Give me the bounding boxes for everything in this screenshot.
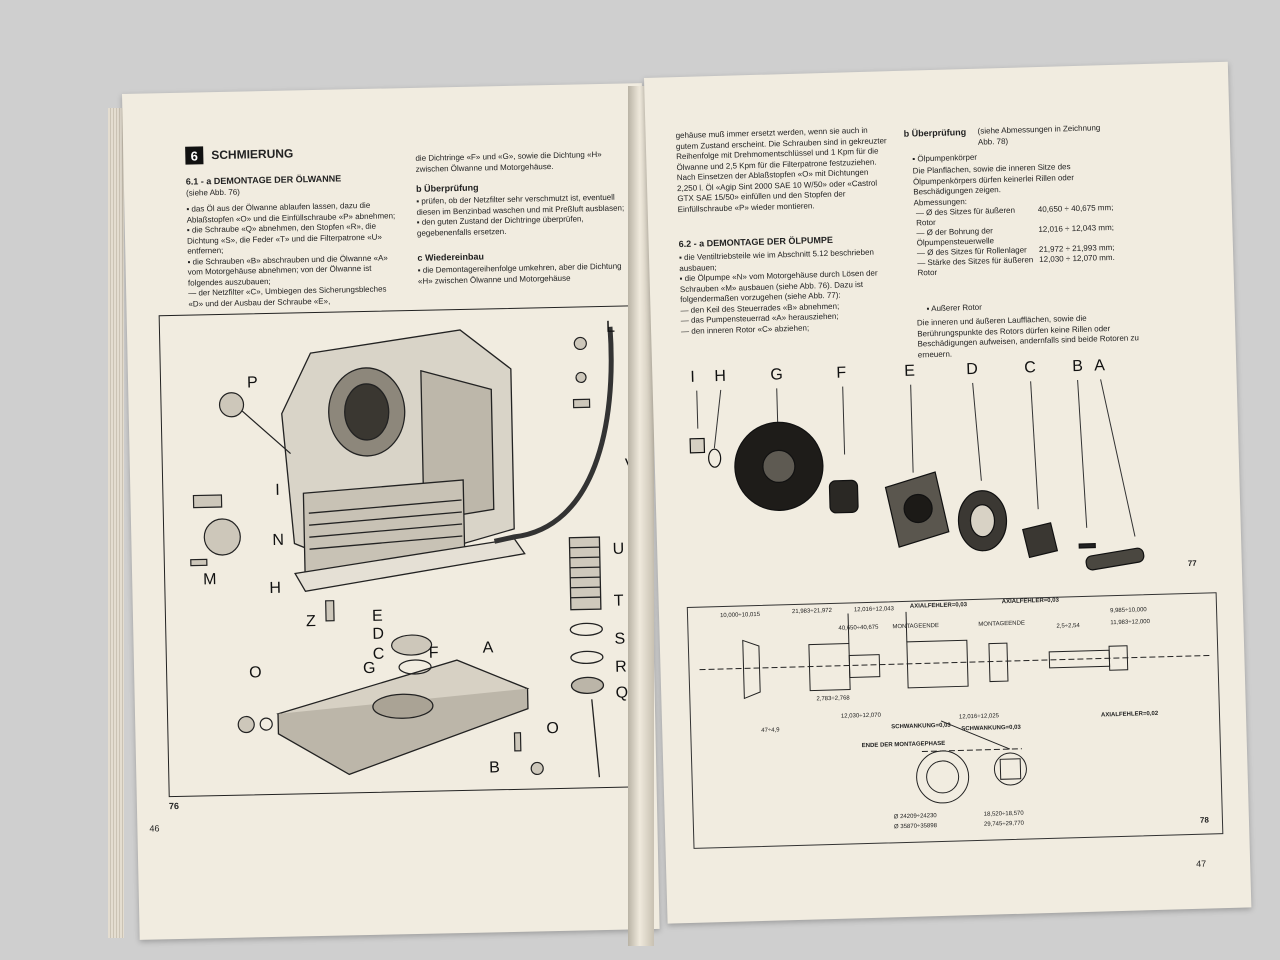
figure-78-drawing: 10,000÷10,015 21,983÷21,972 12,016÷12,04… <box>686 592 1224 849</box>
dim-d9: 12,030÷12,070 <box>840 712 881 720</box>
figure-77-number: 77 <box>1187 558 1197 569</box>
label-f: F <box>428 644 439 662</box>
dimension-label: — Stärke des Sitzes für äußeren Rotor <box>917 255 1034 278</box>
label-g: G <box>362 659 376 678</box>
check-heading: b Überprüfung <box>415 182 479 194</box>
label-pump-c: C <box>1024 359 1037 377</box>
label-b: B <box>489 759 501 777</box>
label-o-left: O <box>248 664 262 682</box>
label-r: R <box>614 658 627 676</box>
dim-d4: 40,650÷40,675 <box>838 624 879 632</box>
pump-parts-illustration <box>689 379 1145 571</box>
subsection-heading-oil-pan: 6.1 - a DEMONTAGE DER ÖLWANNE <box>185 173 342 187</box>
page-number-right: 47 <box>1196 858 1207 869</box>
dim-d12: Ø 24209÷24230 <box>893 813 937 821</box>
outer-rotor-text: Die inneren und äußeren Laufflächen, sow… <box>916 313 1140 359</box>
label-s: S <box>614 630 626 648</box>
label-o-right: O <box>546 719 560 738</box>
dimension-value: 12,030 ÷ 12,070 mm. <box>1039 252 1115 265</box>
check-heading-right: b Überprüfung <box>903 127 967 139</box>
label-z: Z <box>305 613 317 631</box>
dim-d14: 18,520÷18,570 <box>983 810 1024 818</box>
dim-d3: 12,016÷12,043 <box>853 606 895 614</box>
label-t: T <box>613 592 624 610</box>
label-m: M <box>203 571 217 589</box>
label-pump-a: A <box>1093 357 1106 375</box>
label-u: U <box>612 540 625 558</box>
figure-78-number: 78 <box>1199 815 1209 825</box>
page-number-left: 46 <box>149 823 160 834</box>
label-pump-b: B <box>1071 357 1084 376</box>
label-a: A <box>482 639 494 657</box>
pump-dimension-drawing <box>699 611 1210 804</box>
dim-d15: 29,745÷29,770 <box>983 820 1025 828</box>
label-e: E <box>371 607 383 625</box>
dim-mount2: MONTAGEENDE <box>978 620 1026 628</box>
figure-76-number: 76 <box>168 800 180 812</box>
dim-d5: 9,985÷10,000 <box>1109 607 1147 615</box>
figure-76-frame: P L I N M H V U T S R Q Z E D C G F A O … <box>158 305 641 798</box>
page-stack-edge <box>108 108 124 938</box>
dimensions-table: — Ø des Sitzes für äußeren Rotor 40,650 … <box>914 202 1150 279</box>
label-pump-e: E <box>904 362 916 380</box>
right-page: gehäuse muß immer ersetzt werden, wenn s… <box>644 61 1252 924</box>
oil-pan-instructions-cont: die Dichtringe «F» und «G», sowie die Di… <box>415 149 602 174</box>
dim-d11: 47÷4,9 <box>761 727 780 734</box>
check-text: ▪ prüfen, ob der Netzfilter sehr verschm… <box>416 192 625 238</box>
reassembly-text: ▪ die Demontagereihenfolge umkehren, abe… <box>417 261 622 286</box>
label-n: N <box>272 531 285 549</box>
dim-d8: 2,783÷2,768 <box>816 695 850 703</box>
label-d: D <box>372 625 385 643</box>
dim-d10: 12,016÷12,025 <box>958 713 1000 721</box>
label-h: H <box>269 579 282 598</box>
oil-pump-instructions: ▪ die Ventiltriebsteile wie im Abschnitt… <box>678 247 878 336</box>
check-ref: (siehe Abmessungen in Zeichnung Abb. 78) <box>977 123 1101 147</box>
subsection-ref: (siehe Abb. 76) <box>185 187 240 198</box>
reassembly-heading: c Wiedereinbau <box>417 251 485 263</box>
label-pump-h: H <box>714 367 727 386</box>
outer-rotor-heading: ▪ Außerer Rotor <box>926 302 982 314</box>
dim-d13: Ø 35870÷35898 <box>893 823 938 831</box>
section-title: SCHMIERUNG <box>211 146 294 163</box>
label-i: I <box>275 481 280 499</box>
section-number: 6 <box>185 146 204 165</box>
dim-d2: 21,983÷21,972 <box>791 607 833 616</box>
label-pump-f: F <box>836 364 847 382</box>
section-header: 6 SCHMIERUNG <box>185 144 294 165</box>
label-p: P <box>246 374 258 392</box>
subsection-heading-oil-pump: 6.2 - a DEMONTAGE DER ÖLPUMPE <box>678 234 834 250</box>
dim-d7: 2,5÷2,54 <box>1056 623 1080 630</box>
oil-pan-closing-text: gehäuse muß immer ersetzt werden, wenn s… <box>675 125 887 214</box>
label-l: L <box>605 318 616 336</box>
oil-pan-instructions: ▪ das Öl aus der Ölwanne ablaufen lassen… <box>186 200 396 309</box>
open-manual: 6 SCHMIERUNG 6.1 - a DEMONTAGE DER ÖLWAN… <box>108 61 1252 948</box>
label-pump-i: I <box>690 368 696 386</box>
label-q: Q <box>615 684 629 702</box>
label-pump-g: G <box>770 366 784 384</box>
dim-d6: 11,983÷12,000 <box>1110 619 1151 627</box>
left-page: 6 SCHMIERUNG 6.1 - a DEMONTAGE DER ÖLWAN… <box>122 83 660 940</box>
engine-exploded-view <box>190 326 614 778</box>
label-pump-d: D <box>966 360 979 379</box>
dim-d1: 10,000÷10,015 <box>719 611 761 620</box>
figure-77-pump-parts: I H G F E D C B A 77 <box>682 355 1208 599</box>
dim-mount1: MONTAGEENDE <box>892 622 940 631</box>
